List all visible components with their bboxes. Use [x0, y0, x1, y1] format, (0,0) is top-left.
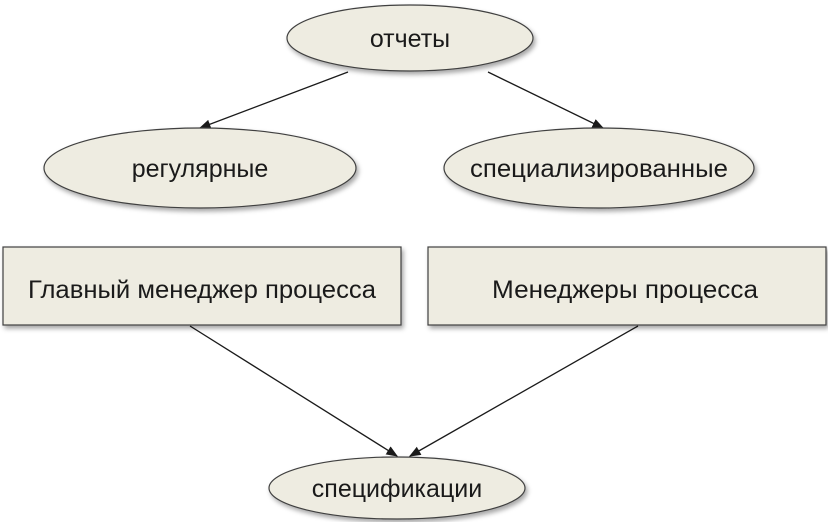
edge-managers-to-specifications [408, 325, 639, 457]
node-specifications: спецификации [268, 456, 526, 520]
node-specialized: специализированные [443, 127, 755, 209]
node-specialized-label: специализированные [470, 155, 728, 183]
edge-reports-to-regular [198, 71, 349, 129]
node-specifications-label: спецификации [312, 475, 482, 503]
node-chief-manager-label: Главный менеджер процесса [28, 276, 376, 304]
edge-chief-manager-to-specifications [189, 325, 398, 457]
node-regular: регулярные [43, 127, 357, 209]
node-managers-label: Менеджеры процесса [492, 276, 758, 304]
node-reports: отчеты [286, 4, 534, 72]
node-regular-label: регулярные [132, 155, 269, 183]
node-managers: Менеджеры процесса [427, 246, 827, 326]
node-reports-label: отчеты [370, 25, 450, 53]
edge-reports-to-specialized [487, 71, 605, 129]
node-chief-manager: Главный менеджер процесса [2, 246, 402, 326]
